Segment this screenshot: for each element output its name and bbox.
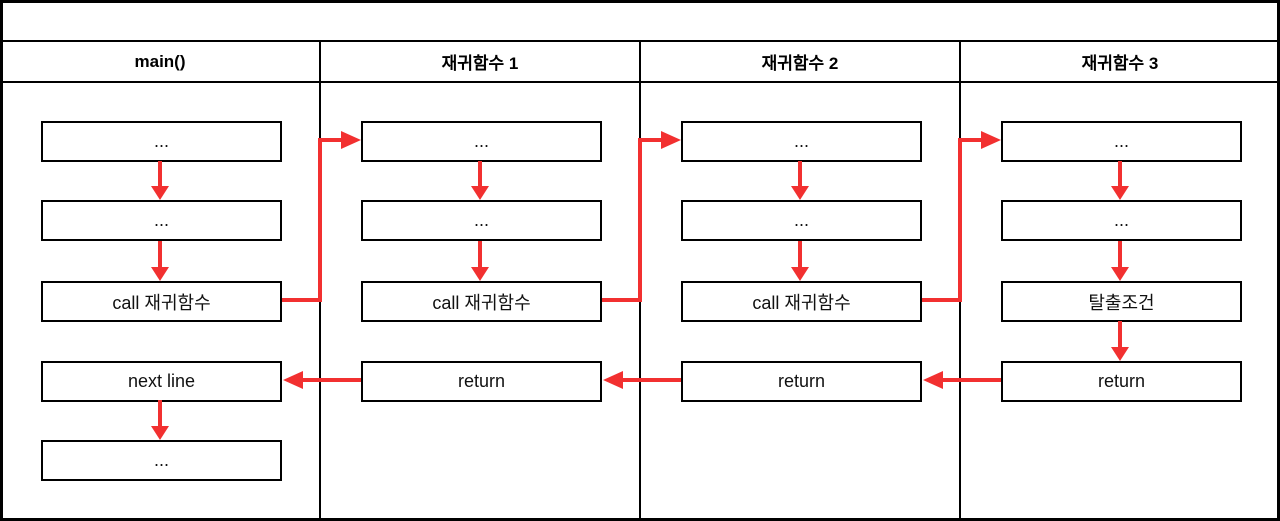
- column-header-recursive-3: 재귀함수 3: [1081, 54, 1159, 73]
- flow-node-ellipsis: ...: [361, 200, 602, 241]
- flow-node-call: call 재귀함수: [361, 281, 602, 322]
- flow-node-call: call 재귀함수: [41, 281, 282, 322]
- call-arrow-segment: [282, 298, 322, 302]
- top-band: [0, 2, 1280, 40]
- flow-node-ellipsis: ...: [681, 200, 922, 241]
- column-header-recursive-1: 재귀함수 1: [441, 54, 519, 73]
- down-arrow-icon: [471, 161, 489, 200]
- return-arrow-icon: [603, 371, 681, 389]
- flow-node-return: return: [1001, 361, 1242, 402]
- flow-node-return: return: [681, 361, 922, 402]
- flow-node-call: call 재귀함수: [681, 281, 922, 322]
- down-arrow-icon: [1111, 241, 1129, 281]
- flow-node-exit-condition: 탈출조건: [1001, 281, 1242, 322]
- flow-node-next-line: next line: [41, 361, 282, 402]
- down-arrow-icon: [151, 161, 169, 200]
- call-arrowhead-icon: [981, 131, 1001, 149]
- return-arrow-icon: [283, 371, 361, 389]
- down-arrow-icon: [791, 241, 809, 281]
- down-arrow-icon: [471, 241, 489, 281]
- call-arrow-segment: [638, 138, 661, 142]
- call-arrow-segment: [958, 138, 981, 142]
- down-arrow-icon: [1111, 321, 1129, 361]
- column-header-recursive-2: 재귀함수 2: [761, 54, 839, 73]
- flow-node-ellipsis: ...: [41, 200, 282, 241]
- call-arrow-segment: [318, 138, 322, 302]
- flow-node-ellipsis: ...: [41, 440, 282, 481]
- flow-node-ellipsis: ...: [681, 121, 922, 162]
- call-arrow-segment: [602, 298, 642, 302]
- down-arrow-icon: [151, 241, 169, 281]
- column-header-main: main(): [134, 51, 186, 71]
- call-arrow-segment: [638, 138, 642, 302]
- down-arrow-icon: [1111, 161, 1129, 200]
- flow-node-ellipsis: ...: [1001, 121, 1242, 162]
- down-arrow-icon: [791, 161, 809, 200]
- call-arrow-segment: [922, 298, 962, 302]
- return-arrow-icon: [923, 371, 1001, 389]
- call-arrow-segment: [318, 138, 341, 142]
- down-arrow-icon: [151, 400, 169, 440]
- call-arrowhead-icon: [341, 131, 361, 149]
- call-arrowhead-icon: [661, 131, 681, 149]
- flow-node-ellipsis: ...: [41, 121, 282, 162]
- flow-node-ellipsis: ...: [361, 121, 602, 162]
- flow-node-return: return: [361, 361, 602, 402]
- call-arrow-segment: [958, 138, 962, 302]
- flow-node-ellipsis: ...: [1001, 200, 1242, 241]
